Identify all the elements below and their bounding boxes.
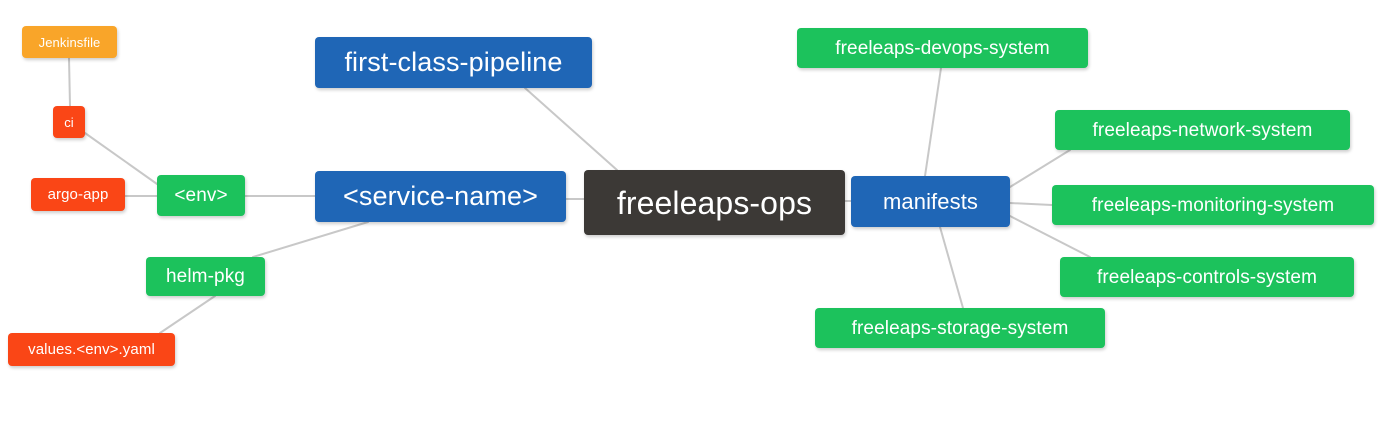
node-env[interactable]: <env> <box>157 175 245 216</box>
node-freeleaps-monitoring-system[interactable]: freeleaps-monitoring-system <box>1052 185 1374 225</box>
node-label-service-name: <service-name> <box>343 181 538 211</box>
node-first-class-pipeline[interactable]: first-class-pipeline <box>315 37 592 88</box>
node-label-manifests: manifests <box>882 188 979 214</box>
edge-manifests-to-freeleaps-monitoring-system <box>1009 202 1053 206</box>
edge-manifests-to-freeleaps-devops-system <box>924 67 942 177</box>
node-label-freeleaps-network-system: freeleaps-network-system <box>1092 119 1313 141</box>
node-freeleaps-controls-system[interactable]: freeleaps-controls-system <box>1060 257 1354 297</box>
node-label-freeleaps-storage-system: freeleaps-storage-system <box>851 317 1069 339</box>
node-helm-pkg[interactable]: helm-pkg <box>146 257 265 296</box>
edge-values-yaml-to-helm-pkg <box>159 295 216 334</box>
node-label-values-yaml: values.<env>.yaml <box>28 341 155 358</box>
node-label-first-class-pipeline: first-class-pipeline <box>344 47 563 77</box>
edge-helm-pkg-to-service-name <box>252 221 369 258</box>
node-freeleaps-devops-system[interactable]: freeleaps-devops-system <box>797 28 1088 68</box>
node-label-ci: ci <box>64 114 74 130</box>
node-label-helm-pkg: helm-pkg <box>166 266 245 287</box>
node-label-freeleaps-devops-system: freeleaps-devops-system <box>835 37 1050 59</box>
edge-jenkinsfile-to-ci <box>68 57 71 107</box>
node-manifests[interactable]: manifests <box>851 176 1010 227</box>
node-freeleaps-storage-system[interactable]: freeleaps-storage-system <box>815 308 1105 348</box>
edge-manifests-to-freeleaps-network-system <box>1009 149 1071 188</box>
edge-first-class-pipeline-to-freeleaps-ops <box>524 87 618 171</box>
node-argo-app[interactable]: argo-app <box>31 178 125 211</box>
node-label-freeleaps-ops: freeleaps-ops <box>616 184 813 221</box>
node-service-name[interactable]: <service-name> <box>315 171 566 222</box>
node-jenkinsfile[interactable]: Jenkinsfile <box>22 26 117 58</box>
edge-ci-to-env <box>84 132 158 185</box>
node-label-jenkinsfile: Jenkinsfile <box>38 34 101 50</box>
node-label-argo-app: argo-app <box>47 186 109 203</box>
node-freeleaps-network-system[interactable]: freeleaps-network-system <box>1055 110 1350 150</box>
node-freeleaps-ops[interactable]: freeleaps-ops <box>584 170 845 235</box>
node-label-freeleaps-controls-system: freeleaps-controls-system <box>1096 266 1318 288</box>
node-values-yaml[interactable]: values.<env>.yaml <box>8 333 175 366</box>
edge-manifests-to-freeleaps-storage-system <box>939 226 964 309</box>
node-label-freeleaps-monitoring-system: freeleaps-monitoring-system <box>1091 194 1335 216</box>
node-label-env: <env> <box>174 185 228 206</box>
node-ci[interactable]: ci <box>53 106 85 138</box>
